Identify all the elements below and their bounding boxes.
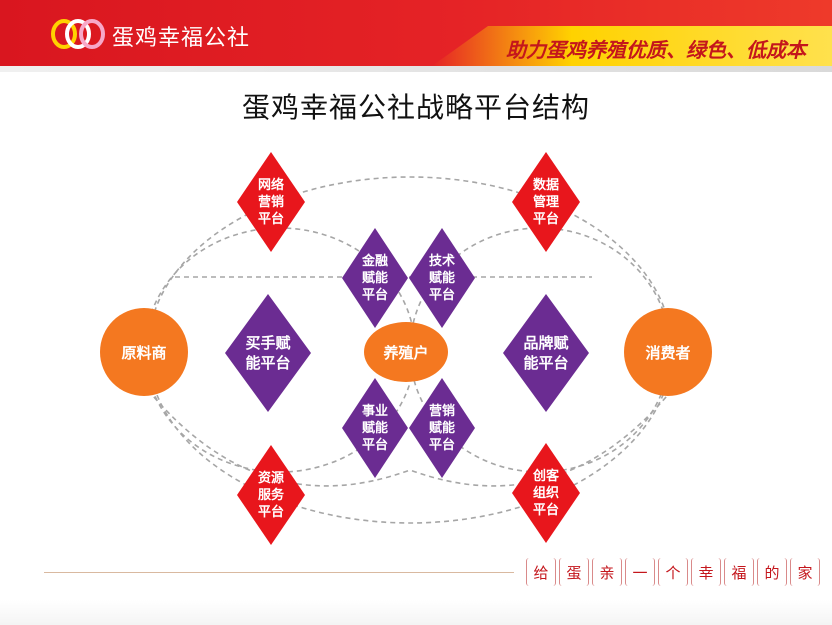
maker-organization-platform [512,443,580,543]
data-management-label-3: 平台 [533,211,559,227]
resource-service-label-1: 资源 [258,470,284,486]
finance-enabling-platform [342,228,408,328]
farmer-label: 养殖户 [382,344,428,362]
tech-enabling-platform [409,228,475,328]
page-title: 蛋鸡幸福公社战略平台结构 [241,91,590,124]
brand-name: 蛋鸡幸福公社 [112,26,251,51]
resource-service-label-2: 服务 [258,487,285,503]
data-management-platform [512,152,580,252]
consumer-node [624,308,712,396]
buyer-enabling-label-1: 买手赋 [245,334,290,352]
data-management-label-1: 数据 [533,177,559,193]
footer-char: 一 [625,558,655,586]
header-banner: 蛋鸡幸福公社 助力蛋鸡养殖优质、绿色、低成本 [0,0,832,72]
brand-enabling-label-1: 品牌赋 [523,334,568,352]
footer-char: 蛋 [559,558,589,586]
brand-enabling-platform [503,294,589,412]
online-marketing-label-3: 平台 [258,211,284,227]
maker-organization-label-3: 平台 [533,502,559,518]
footer-char: 个 [658,558,688,586]
slogan-ribbon [432,26,832,66]
slogan-text: 助力蛋鸡养殖优质、绿色、低成本 [506,38,806,62]
brand-enabling-label-2: 能平台 [523,354,568,372]
header-underline [0,66,832,72]
resource-service-label-3: 平台 [258,504,284,520]
marketing-enabling-label-2: 赋能 [429,420,455,436]
maker-organization-label-2: 组织 [533,485,559,501]
farmer-node [364,322,448,382]
marketing-enabling-label-3: 平台 [429,437,455,453]
footer-char: 幸 [691,558,721,586]
supplier-label: 原料商 [121,344,166,362]
footer-char: 家 [790,558,820,586]
footer-char: 给 [526,558,556,586]
resource-service-platform [237,445,305,545]
marketing-enabling-label-1: 营销 [429,403,455,419]
footer-char: 福 [724,558,754,586]
buyer-enabling-platform [225,294,311,412]
online-marketing-label-2: 营销 [258,194,284,210]
supplier-node [100,308,188,396]
footer-divider [44,572,514,573]
finance-enabling-label-3: 平台 [362,287,388,303]
page-bottom-shade [0,600,832,625]
footer-phrase: 给 蛋 亲 一 个 幸 福 的 家 [526,558,823,588]
tech-enabling-label-1: 技术 [429,253,455,269]
online-marketing-label-1: 网络 [258,177,284,193]
career-enabling-label-2: 赋能 [362,420,388,436]
lower-right-arc [409,389,673,487]
footer-char: 亲 [592,558,622,586]
career-enabling-platform [342,378,408,478]
data-management-label-2: 管理 [533,194,559,210]
finance-enabling-label-2: 赋能 [362,270,388,286]
career-enabling-label-1: 事业 [362,403,388,419]
footer-char: 的 [757,558,787,586]
logo-icon [51,19,105,49]
consumer-label: 消费者 [645,344,690,362]
tech-enabling-label-3: 平台 [429,287,455,303]
online-marketing-platform [237,152,305,252]
career-enabling-label-3: 平台 [362,437,388,453]
marketing-enabling-platform [409,378,475,478]
tech-enabling-label-2: 赋能 [429,270,455,286]
lower-left-arc [147,389,411,487]
maker-organization-label-1: 创客 [532,468,560,484]
buyer-enabling-label-2: 能平台 [245,354,290,372]
finance-enabling-label-1: 金融 [361,253,388,269]
